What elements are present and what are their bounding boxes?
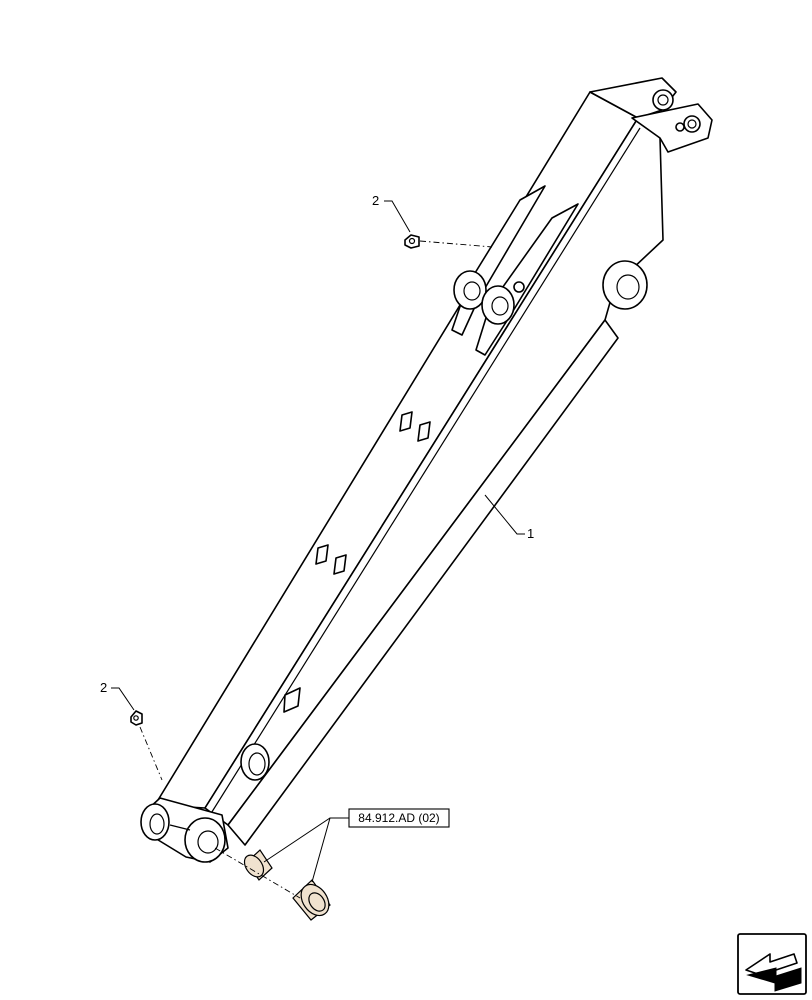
reference-link[interactable]: 84.912.AD (02) xyxy=(348,808,450,828)
leader-reference-b xyxy=(311,817,350,883)
leader-callout-1 xyxy=(484,494,525,535)
centerline-bottom-fitting xyxy=(139,726,163,781)
boom-arm xyxy=(140,77,713,863)
bushing-large xyxy=(292,879,331,921)
next-page-arrow-icon[interactable] xyxy=(737,933,807,995)
grease-fitting-bottom xyxy=(130,710,143,726)
bushing-small xyxy=(243,849,273,881)
callout-2-top: 2 xyxy=(372,193,379,208)
callout-2-bottom: 2 xyxy=(100,680,107,695)
leader-callout-2-bottom xyxy=(111,687,135,711)
leader-reference-a xyxy=(263,817,350,863)
centerline-bushings xyxy=(214,847,301,899)
grease-fitting-top xyxy=(404,234,420,249)
leader-callout-2-top xyxy=(384,200,411,233)
callout-1: 1 xyxy=(527,526,534,541)
centerline-top-fitting xyxy=(419,240,493,248)
reference-label[interactable]: 84.912.AD (02) xyxy=(358,811,439,825)
